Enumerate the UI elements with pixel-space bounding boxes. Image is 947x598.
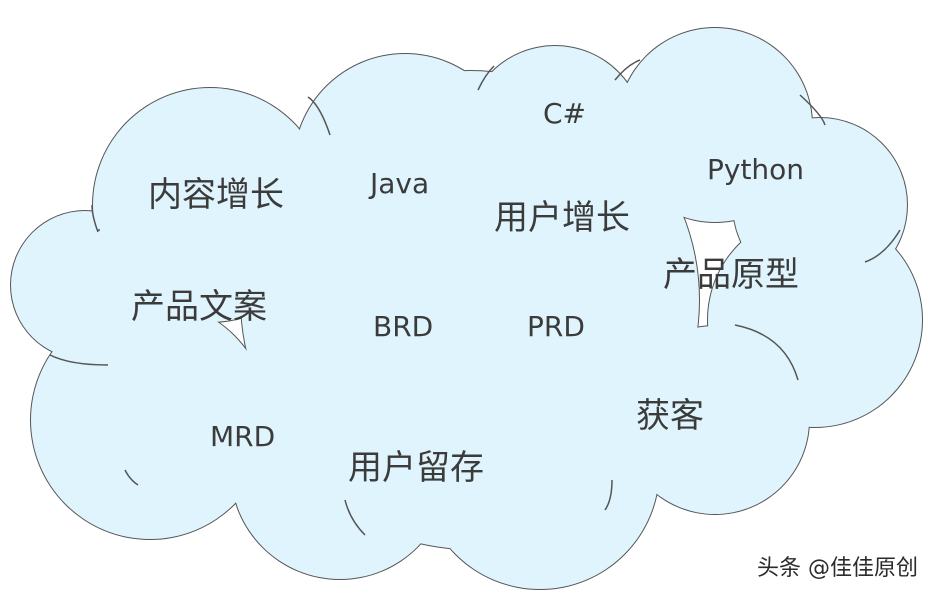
word-product-copy: 产品文案 bbox=[131, 287, 267, 327]
word-prd: PRD bbox=[527, 310, 585, 343]
word-mrd: MRD bbox=[210, 420, 276, 453]
watermark: 头条 @佳佳原创 bbox=[757, 556, 918, 581]
word-brd: BRD bbox=[373, 310, 434, 343]
word-csharp: C# bbox=[543, 97, 587, 130]
word-python: Python bbox=[707, 153, 805, 186]
word-user-retention: 用户留存 bbox=[348, 448, 484, 488]
cloud-fill bbox=[11, 28, 922, 589]
inner-seams bbox=[49, 59, 901, 536]
word-product-prototype: 产品原型 bbox=[663, 255, 799, 295]
word-content-growth: 内容增长 bbox=[148, 175, 284, 215]
word-user-growth: 用户增长 bbox=[494, 198, 630, 238]
word-acquisition: 获客 bbox=[636, 396, 704, 436]
word-java: Java bbox=[370, 167, 430, 200]
